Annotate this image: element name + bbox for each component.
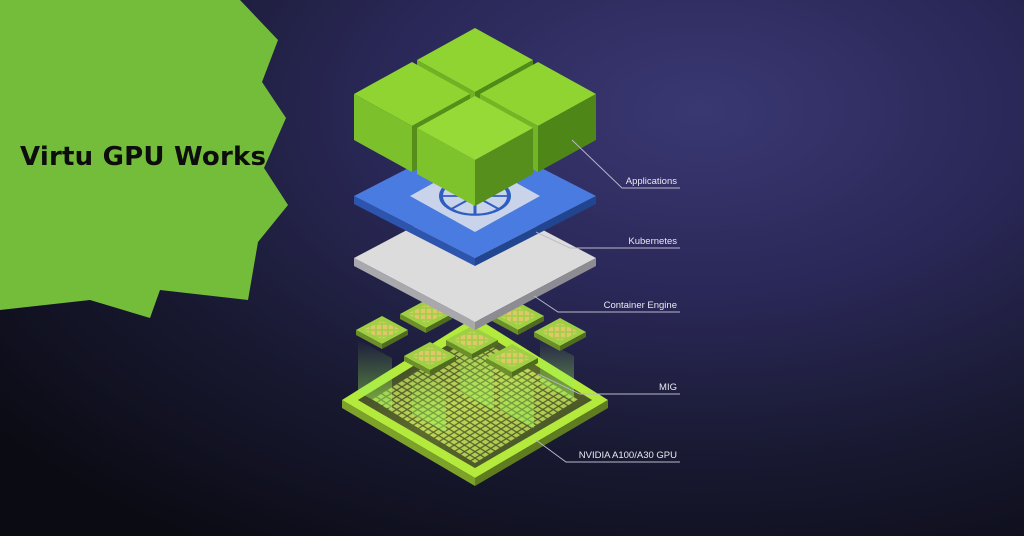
label-kubernetes: Kubernetes — [628, 236, 677, 247]
title-splash-shape — [0, 0, 288, 318]
mig-instance — [534, 318, 586, 351]
label-gpu: NVIDIA A100/A30 GPU — [579, 450, 677, 461]
callouts — [533, 139, 680, 463]
callout-line-applications — [571, 139, 680, 189]
label-applications: Applications — [626, 176, 677, 187]
mig-instance — [404, 342, 456, 375]
mig-layer — [356, 300, 586, 377]
label-mig: MIG — [659, 382, 677, 393]
application-cube — [417, 96, 533, 206]
applications-layer — [354, 28, 596, 206]
page-title: Virtu GPU Works — [20, 142, 267, 172]
callout-line-mig — [537, 373, 680, 395]
mig-instance — [486, 344, 538, 377]
label-container-engine: Container Engine — [604, 300, 677, 311]
mig-instance — [356, 316, 408, 349]
callout-line-gpu — [535, 439, 680, 463]
mig-glow — [358, 338, 574, 432]
mig-instance — [446, 326, 498, 359]
callout-line-container-engine — [533, 295, 680, 313]
callout-line-kubernetes — [535, 231, 680, 249]
